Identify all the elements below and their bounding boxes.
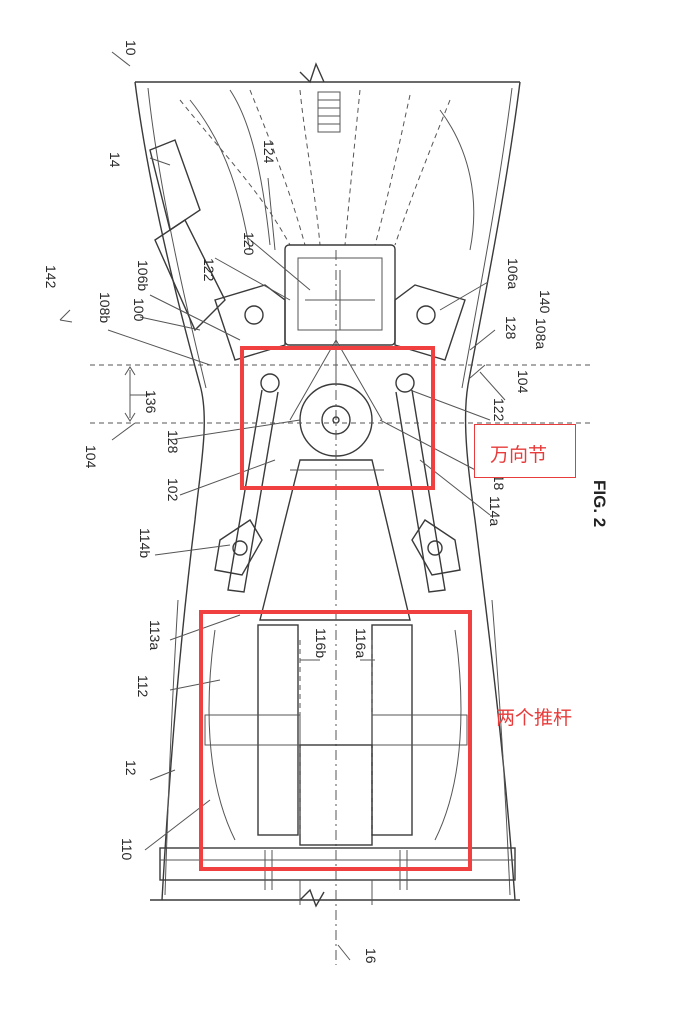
ref-128-right: 128 [503, 316, 519, 340]
ref-110: 110 [119, 838, 135, 861]
ref-128-left: 128 [165, 430, 181, 454]
ref-112: 112 [135, 675, 151, 698]
ref-104-right: 104 [515, 370, 531, 394]
ref-108b: 108b [97, 292, 113, 323]
push-rods-label: 两个推杆 [496, 707, 573, 729]
ref-104-left: 104 [83, 445, 99, 469]
figure-caption: FIG. 2 [590, 480, 609, 527]
universal-joint-highlight-box [240, 346, 435, 490]
link-rods [214, 389, 461, 621]
lower-actuators [159, 624, 516, 905]
ref-120: 120 [241, 232, 257, 256]
housing-outline [134, 62, 521, 908]
ref-136: 136 [143, 390, 159, 414]
ref-113a: 113a [147, 620, 163, 650]
ref-140: 140 [537, 290, 553, 314]
ref-122-right: 122 [491, 398, 507, 422]
universal-joint-callout-box [474, 424, 576, 478]
ref-16: 16 [363, 948, 379, 964]
ref-10: 10 [123, 40, 139, 56]
ref-106b: 106b [135, 260, 151, 291]
ref-12: 12 [123, 760, 139, 776]
push-rods-highlight-box [199, 610, 472, 871]
ref-116a: 116a [353, 628, 369, 658]
ref-142: 142 [43, 265, 59, 289]
ref-124: 124 [261, 140, 277, 164]
dimension-lines [90, 250, 590, 965]
ref-108a: 108a [533, 318, 549, 349]
joint-bracket [214, 244, 466, 457]
upper-structure [149, 89, 475, 332]
universal-joint-label: 万向节 [490, 444, 548, 466]
ref-114a: 114a [487, 496, 503, 526]
ref-114b: 114b [137, 528, 153, 558]
ref-116b: 116b [313, 628, 329, 658]
ref-102: 102 [165, 478, 181, 502]
ref-14: 14 [107, 152, 123, 168]
ref-122-top: 122 [201, 258, 217, 282]
ref-106a: 106a [505, 258, 521, 289]
ref-100: 100 [131, 298, 147, 322]
